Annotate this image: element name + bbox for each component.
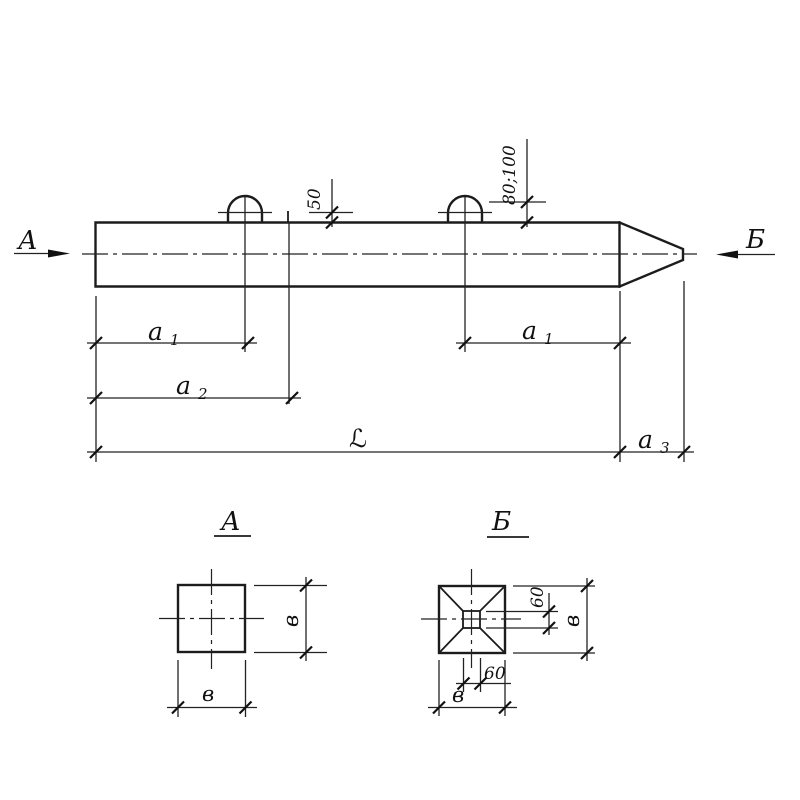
section-b-tip-width-dim: 60 bbox=[456, 658, 511, 692]
dim-80-100-label: 80;100 bbox=[500, 145, 520, 205]
dimension-a1-right: a 1 bbox=[456, 316, 631, 350]
section-b-height-label: в bbox=[560, 615, 584, 627]
view-arrow-right: Б bbox=[716, 225, 775, 259]
dimension-50: 50 bbox=[305, 179, 353, 230]
dimension-length: ℒ a 3 bbox=[87, 424, 694, 459]
section-a-width-dim: в bbox=[167, 660, 257, 717]
view-label-a: А bbox=[16, 226, 38, 256]
scribe-mark bbox=[287, 211, 290, 404]
section-a-height-label: в bbox=[279, 615, 303, 627]
section-b-height-dim: в bbox=[513, 578, 595, 661]
dim-a2-sub: 2 bbox=[197, 385, 208, 403]
dim-a2-label: a bbox=[176, 371, 191, 400]
section-b: Б 60 в bbox=[421, 507, 595, 716]
section-a-width-label: в bbox=[202, 682, 214, 706]
section-a: А в в bbox=[159, 507, 327, 717]
section-a-title: А bbox=[219, 507, 241, 537]
section-a-height-dim: в bbox=[254, 577, 327, 661]
extension-lines bbox=[95, 281, 685, 462]
view-label-b: Б bbox=[745, 225, 765, 255]
lifting-loop-left bbox=[218, 194, 272, 352]
section-b-width-dim: в bbox=[428, 660, 517, 716]
view-arrow-left: А bbox=[14, 226, 70, 258]
dim-a1-left-sub: 1 bbox=[170, 331, 180, 349]
dimension-a2: a 2 bbox=[87, 371, 301, 405]
lifting-loop-right bbox=[438, 194, 492, 352]
arrowhead-left-icon bbox=[716, 250, 738, 259]
section-b-tip-width-label: 60 bbox=[484, 664, 506, 684]
arrowhead-right-icon bbox=[48, 249, 70, 258]
dimension-a1-left: a 1 bbox=[87, 317, 257, 350]
dimension-80-100: 80;100 bbox=[489, 139, 546, 230]
section-b-tip-height-dim: 60 bbox=[486, 586, 558, 635]
dim-a1-left-label: a bbox=[148, 317, 163, 346]
dim-50-label: 50 bbox=[305, 188, 325, 210]
dim-a3-label: a bbox=[638, 425, 653, 454]
section-b-tip-height-label: 60 bbox=[528, 586, 548, 608]
dim-a3-sub: 3 bbox=[660, 439, 670, 457]
dim-a1-right-label: a bbox=[522, 316, 537, 345]
section-b-width-label: в bbox=[452, 683, 464, 707]
pile-elevation bbox=[82, 194, 697, 404]
section-b-pyramid-edges bbox=[438, 585, 506, 654]
section-b-title: Б bbox=[491, 507, 511, 537]
dim-length-label: ℒ bbox=[349, 424, 367, 453]
dim-a1-right-sub: 1 bbox=[544, 330, 554, 348]
